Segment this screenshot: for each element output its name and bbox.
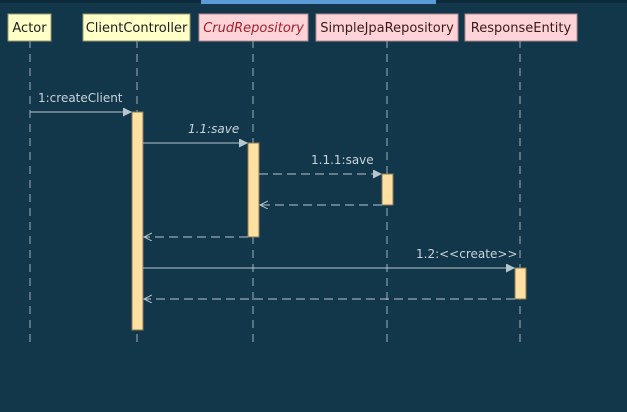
message-label: 1.1:save (188, 122, 239, 136)
message-label: 1:createClient (38, 91, 123, 105)
active-tab-indicator (201, 0, 436, 4)
activation-crud-repository[interactable] (247, 142, 260, 238)
participant-simple-jpa-repository[interactable]: SimpleJpaRepository (315, 13, 459, 42)
participant-crud-repository[interactable]: CrudRepository (198, 13, 309, 42)
activation-simple-jpa-repository[interactable] (381, 173, 394, 206)
activation-client-controller[interactable] (131, 111, 144, 331)
participant-actor[interactable]: Actor (7, 13, 52, 42)
participant-label: CrudRepository (203, 21, 304, 36)
message-label: 1.2:<<create>> (416, 247, 517, 261)
participant-label: ClientController (86, 21, 188, 36)
participant-label: SimpleJpaRepository (320, 21, 454, 36)
activation-response-entity[interactable] (514, 267, 527, 300)
participant-client-controller[interactable]: ClientController (82, 13, 191, 42)
participant-label: ResponseEntity (471, 21, 572, 36)
message-label: 1.1.1:save (311, 153, 374, 167)
participant-label: Actor (12, 21, 47, 36)
participant-response-entity[interactable]: ResponseEntity (464, 13, 578, 42)
